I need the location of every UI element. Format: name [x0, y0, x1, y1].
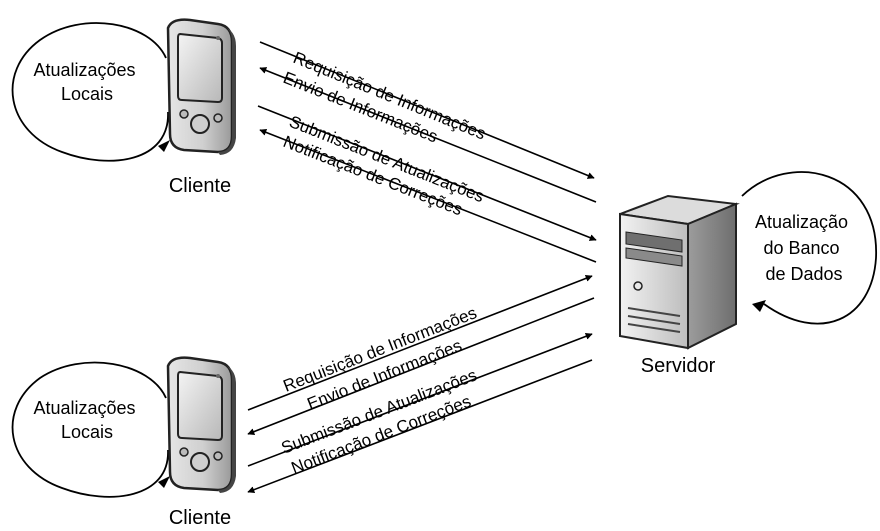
correction-notify-arrow [259, 129, 597, 263]
request-arrow [247, 275, 593, 411]
server: Atualização do Banco de Dados Servidor [619, 171, 877, 377]
server-tower-icon [619, 194, 740, 350]
server-loop-label-line2: do Banco [763, 238, 839, 258]
svg-text:Atualização do Banco: Atualização do Banco de Dados [755, 212, 853, 284]
local-updates-loop-arrow [11, 361, 169, 498]
correction-notify-arrow [247, 359, 593, 494]
info-send-arrow [259, 67, 597, 203]
client-label: Cliente [169, 507, 231, 529]
info-send-arrow [247, 297, 595, 435]
svg-text:Atualizações Locais: Atualizações Locais [33, 60, 140, 104]
bottom-client-messages: Requisição de Informações Envio de Infor… [247, 275, 595, 494]
server-loop-label-line3: de Dados [765, 264, 842, 284]
request-arrow [259, 41, 595, 179]
database-update-loop-arrow [741, 171, 877, 325]
top-client-messages: Requisição de Informações Envio de Infor… [257, 41, 597, 263]
client-label: Cliente [169, 175, 231, 197]
loop-label-line1: Atualizações [33, 60, 135, 80]
loop-label-line2: Locais [61, 422, 113, 442]
local-updates-loop-arrow [11, 22, 169, 162]
pda-device-icon [166, 356, 238, 495]
loop-label-line1: Atualizações [33, 398, 135, 418]
update-submit-arrow [247, 332, 593, 467]
server-label: Servidor [641, 355, 716, 377]
client-bottom: Atualizações Locais Cliente [11, 356, 238, 529]
server-loop-label-line1: Atualização [755, 212, 848, 232]
loop-label-line2: Locais [61, 84, 113, 104]
update-submit-arrow [257, 105, 597, 241]
svg-text:Atualizações Locais: Atualizações Locais [33, 398, 140, 442]
client-top: Atualizações Locais Cliente [11, 18, 238, 197]
pda-device-icon [166, 18, 238, 157]
